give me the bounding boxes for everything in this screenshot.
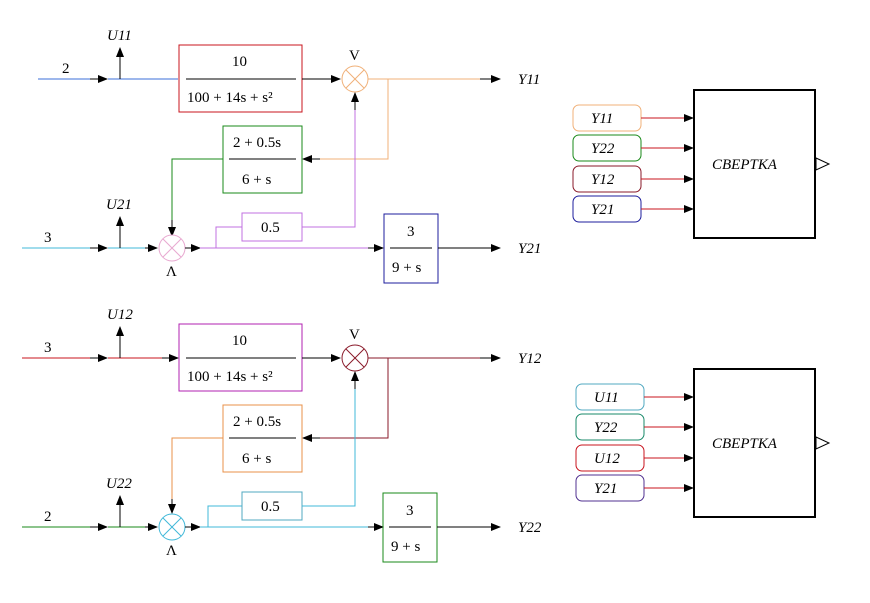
out-tf-den: 9 + s [392, 260, 421, 276]
mux1-input-4-label: Y21 [591, 202, 614, 218]
feedback-line [320, 358, 389, 439]
mux1-block [693, 89, 816, 239]
sum2-sign: Λ [166, 264, 177, 280]
u11-label: U11 [107, 28, 132, 44]
gain-value: 0.5 [261, 499, 280, 515]
mux2-input-3-label: U12 [594, 451, 620, 467]
feedback-line [320, 79, 389, 160]
mux1-output-port [815, 157, 831, 171]
tf-num: 10 [232, 333, 247, 349]
input-value: 3 [44, 340, 52, 356]
tf-den: 100 + 14s + s² [187, 90, 273, 106]
out-tf-den: 9 + s [391, 539, 420, 555]
fb-den: 6 + s [242, 172, 271, 188]
mux-1: Y11 Y22 Y12 Y21 СВЕРТКА [572, 89, 831, 239]
u12-label: U12 [107, 307, 133, 323]
to-gain-line [215, 226, 242, 248]
mux2-input-2-label: Y22 [594, 420, 618, 436]
fb-to-sum2-line [171, 158, 223, 220]
out-tf-num: 3 [407, 224, 415, 240]
fb-den: 6 + s [242, 451, 271, 467]
gain-to-sum-line [302, 389, 356, 507]
gain-to-sum-line [302, 110, 356, 228]
fb-num: 2 + 0.5s [233, 414, 281, 430]
tf-den: 100 + 14s + s² [187, 369, 273, 385]
mux2-title: СВЕРТКА [712, 436, 778, 452]
mux1-input-1-label: Y11 [591, 111, 613, 127]
gain-value: 0.5 [261, 220, 280, 236]
input2-value: 2 [44, 509, 52, 525]
system-2: 3 U12 10 100 + 14s + s² V Y12 2 + 0.5s 6… [22, 307, 542, 563]
input-value: 2 [62, 61, 70, 77]
mux2-input-1-label: U11 [594, 390, 619, 406]
y11-label: Y11 [518, 72, 540, 88]
input2-value: 3 [44, 230, 52, 246]
sum-sign: V [349, 48, 360, 64]
fb-to-sum4-line [171, 437, 223, 499]
sum4-sign: Λ [166, 543, 177, 559]
u22-label: U22 [106, 476, 132, 492]
summator-4: Λ [158, 513, 186, 559]
mux2-input-4-label: Y21 [594, 481, 617, 497]
system-1: 2 U11 10 100 + 14s + s² V Y11 2 + 0.5s 6… [22, 28, 541, 284]
mux1-title: СВЕРТКА [712, 157, 778, 173]
sum-sign: V [349, 327, 360, 343]
mux-2: U11 Y22 U12 Y21 СВЕРТКА [575, 368, 831, 518]
y21-label: Y21 [518, 241, 541, 257]
to-gain-line [207, 505, 242, 527]
summator-2: Λ [158, 234, 186, 280]
y22-label: Y22 [518, 520, 542, 536]
summator-1: V [341, 48, 369, 93]
mux2-block [693, 368, 816, 518]
tf-num: 10 [232, 54, 247, 70]
u21-label: U21 [106, 197, 132, 213]
out-tf-num: 3 [406, 503, 414, 519]
mux1-input-2-label: Y22 [591, 141, 615, 157]
mux1-input-3-label: Y12 [591, 172, 615, 188]
fb-num: 2 + 0.5s [233, 135, 281, 151]
summator-3: V [341, 327, 369, 372]
mux2-output-port [815, 436, 831, 450]
y12-label: Y12 [518, 351, 542, 367]
